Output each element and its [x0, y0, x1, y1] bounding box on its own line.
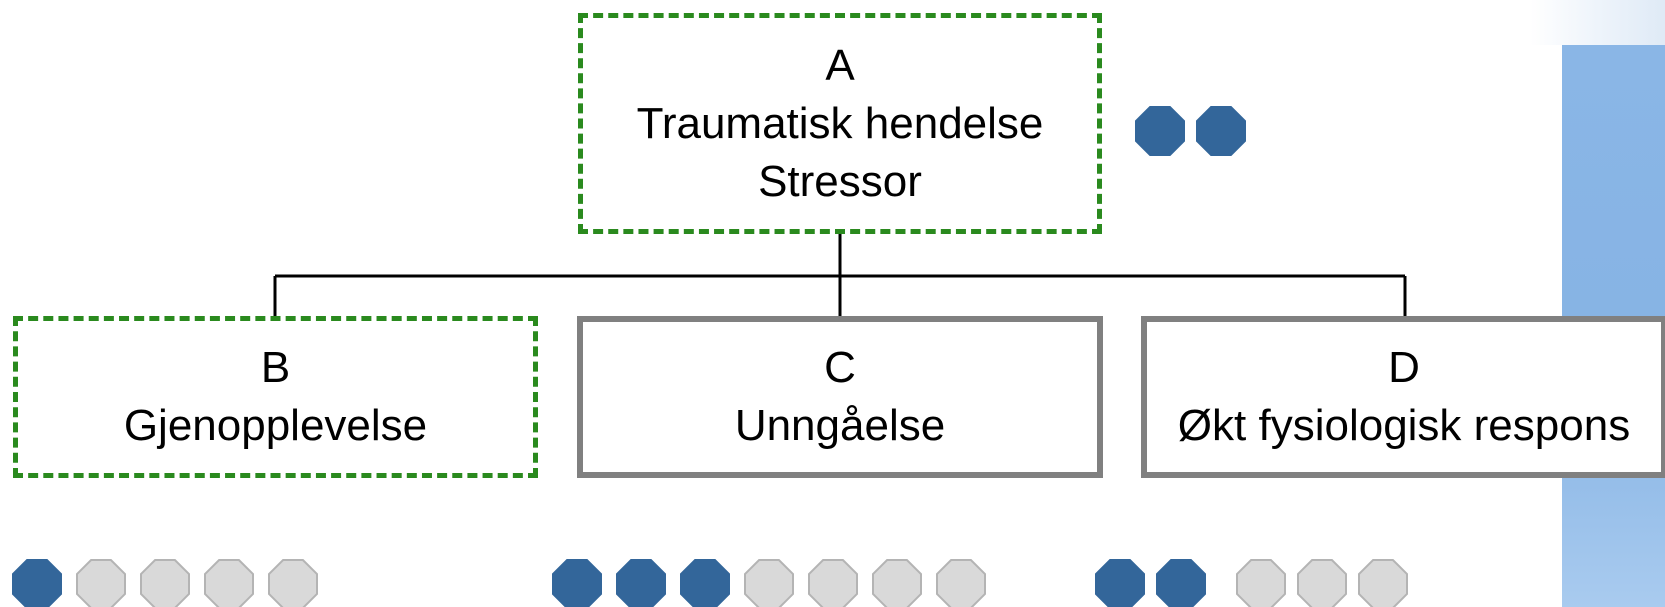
node-d-letter: D — [1388, 343, 1420, 392]
indicator-dot-filled — [680, 559, 730, 607]
indicator-dot-filled — [1135, 106, 1185, 156]
indicator-dot-empty — [872, 559, 922, 607]
node-b-letter: B — [260, 343, 291, 392]
indicator-group-c — [552, 559, 986, 607]
indicator-dot-empty — [268, 559, 318, 607]
node-d-label: Økt fysiologisk respons — [1177, 401, 1631, 450]
indicator-dot-filled — [1196, 106, 1246, 156]
node-b-label: Gjenopplevelse — [123, 401, 428, 450]
indicator-group-d — [1095, 559, 1408, 607]
node-c-label: Unngåelse — [734, 401, 946, 450]
indicator-dot-empty — [744, 559, 794, 607]
indicator-dot-empty — [76, 559, 126, 607]
indicator-dot-filled — [616, 559, 666, 607]
connectors — [273, 233, 1407, 316]
indicator-dot-empty — [936, 559, 986, 607]
node-b-reexperiencing: B Gjenopplevelse — [13, 316, 538, 478]
node-d-increased-arousal: D Økt fysiologisk respons — [1141, 316, 1665, 478]
indicator-dot-empty — [140, 559, 190, 607]
node-a-line2: Stressor — [758, 156, 922, 206]
node-c-avoidance: C Unngåelse — [577, 316, 1103, 478]
node-a-line1: Traumatisk hendelse — [636, 98, 1044, 148]
indicator-dot-empty — [1297, 559, 1347, 607]
indicator-group-a — [1135, 106, 1246, 156]
node-a-traumatic-event: A Traumatisk hendelse Stressor — [578, 13, 1102, 234]
indicator-dot-empty — [808, 559, 858, 607]
indicator-dot-empty — [1358, 559, 1408, 607]
indicator-dot-empty — [1236, 559, 1286, 607]
node-c-letter: C — [824, 343, 856, 392]
indicator-dot-empty — [204, 559, 254, 607]
indicator-dot-filled — [552, 559, 602, 607]
indicator-dot-filled — [1156, 559, 1206, 607]
indicator-layer — [12, 106, 1408, 607]
node-a-letter: A — [825, 40, 855, 90]
indicator-group-b — [12, 559, 318, 607]
background-decoration-top — [1530, 0, 1665, 45]
indicator-dot-filled — [1095, 559, 1145, 607]
indicator-dot-filled — [12, 559, 62, 607]
